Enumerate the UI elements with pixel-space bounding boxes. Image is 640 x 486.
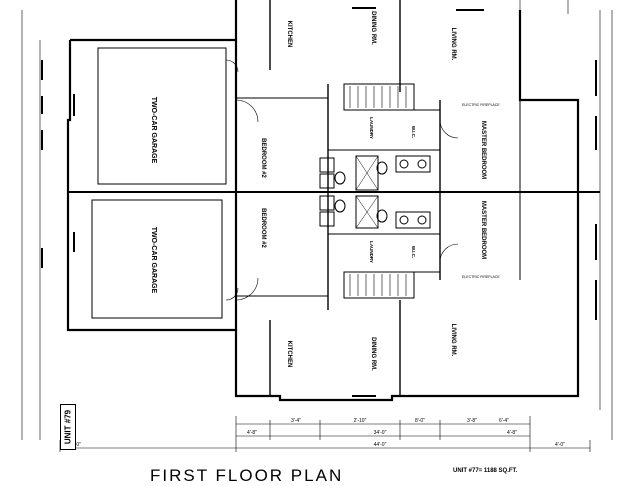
garage-top-label: TWO-CAR GARAGE [150,97,157,164]
dim-seg-d: 3'-8" [467,418,477,424]
dim-mid: 34'-0" [374,430,387,436]
dim-left: 4'-8" [247,430,257,436]
dim-seg-c: 8'-0" [415,418,425,424]
unit-area: UNIT #77= 1188 SQ.FT. [453,468,518,474]
unit-tag: UNIT #79 [60,404,76,450]
unit-tag-text: UNIT #79 [63,409,73,445]
wic-bottom-label: W.I.C. [411,246,416,258]
dim-left-edge: 2'-0" [71,442,81,448]
dining-top-label: DINING RM. [370,11,376,45]
living-bottom-label: LIVING RM. [450,324,456,357]
dim-overall: 44'-0" [374,442,387,448]
master-top-label: MASTER BEDROOM [480,121,486,179]
plan-title: FIRST FLOOR PLAN [150,466,344,485]
dining-bottom-label: DINING RM. [370,337,376,371]
wic-top-label: W.I.C. [411,126,416,138]
dim-right: 4'-8" [507,430,517,436]
laundry-top-label: LAUNDRY [369,117,374,139]
master-bottom-label: MASTER BEDROOM [480,201,486,259]
fireplace-bottom-note: ELECTRIC FIREPLACE [462,275,500,279]
dim-seg-a: 3'-4" [291,418,301,424]
bedroom-top-label: BEDROOM #2 [260,138,266,178]
dim-seg-b: 2'-10" [354,418,367,424]
kitchen-bottom-label: KITCHEN [286,341,292,368]
garage-bottom-label: TWO-CAR GARAGE [150,227,157,294]
fireplace-top-note: ELECTRIC FIREPLACE [462,103,500,107]
laundry-bottom-label: LAUNDRY [369,241,374,263]
kitchen-top-label: KITCHEN [286,21,292,48]
dim-seg-e: 6'-4" [499,418,509,424]
living-top-label: LIVING RM. [450,28,456,61]
dim-right-edge: 4'-0" [555,442,565,448]
bedroom-bottom-label: BEDROOM #2 [260,208,266,248]
